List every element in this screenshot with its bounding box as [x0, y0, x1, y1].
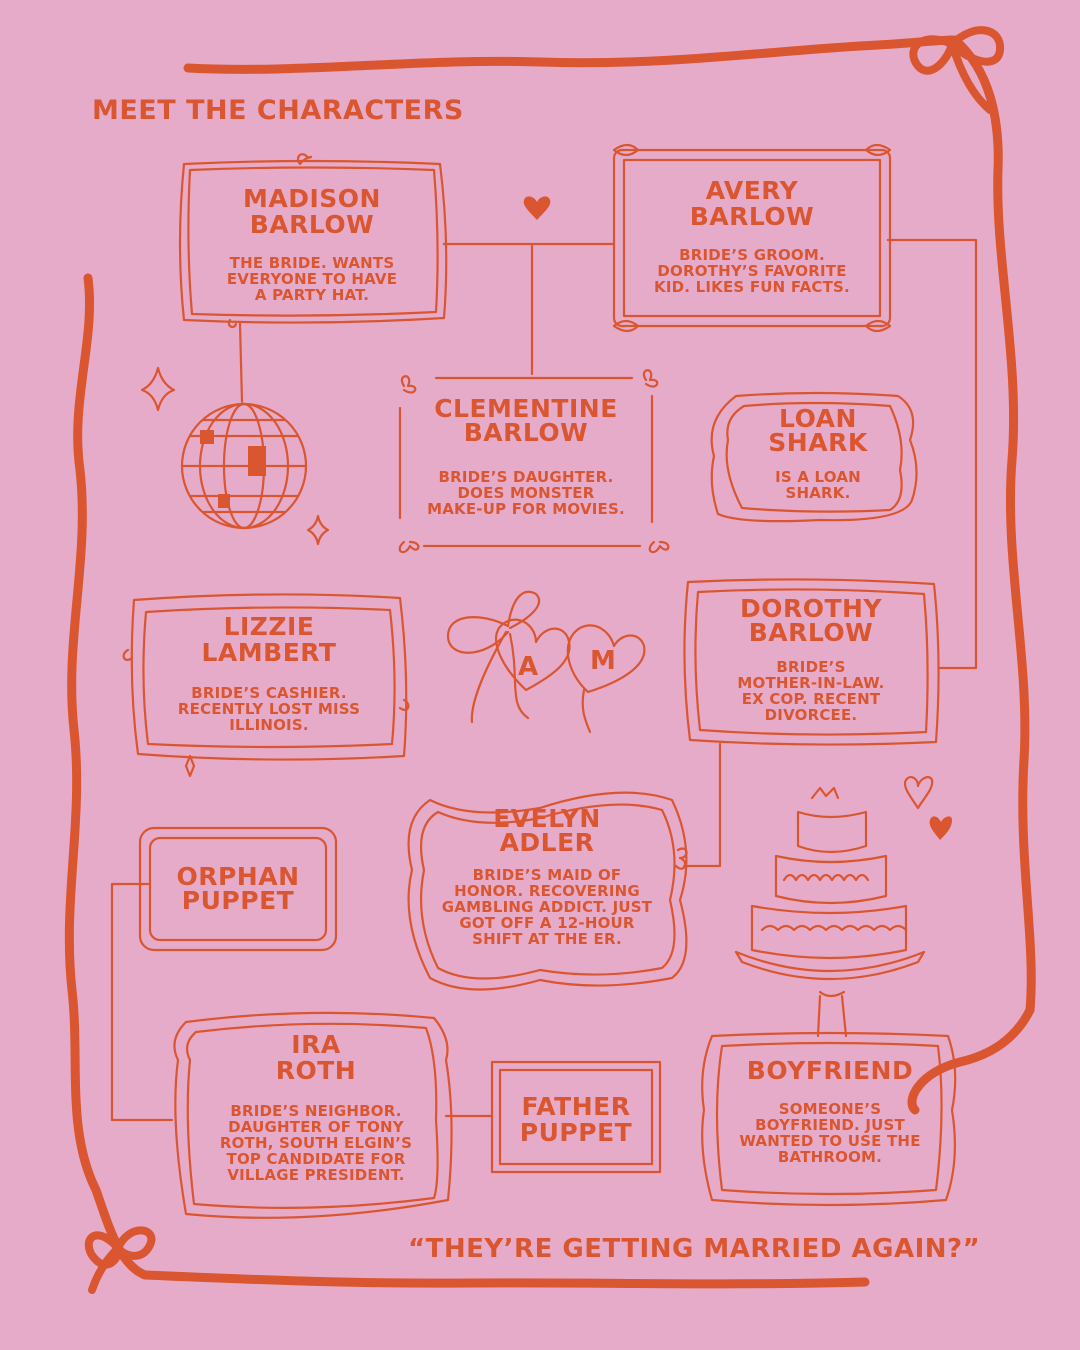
character-description: VILLAGE PRESIDENT. [227, 1166, 405, 1184]
frame-avery [612, 143, 892, 333]
character-description: MAKE-UP FOR MOVIES. [427, 500, 625, 518]
cake-stroke [760, 924, 908, 932]
frame-madison [178, 153, 448, 329]
character-description: SHIFT AT THE ER. [472, 930, 622, 948]
character-description: KID. LIKES FUN FACTS. [654, 278, 850, 296]
character-description: ROTH, SOUTH ELGIN’S [219, 1134, 413, 1152]
connectors [110, 238, 978, 1122]
character-description: BOYFRIEND. JUST [755, 1116, 905, 1134]
frame-loan-shark [710, 391, 918, 523]
character-name: BARLOW [249, 210, 375, 239]
character-description: GOT OFF A 12-HOUR [459, 914, 635, 932]
character-name: MADISON [243, 184, 381, 213]
character-name: IRA [291, 1030, 341, 1059]
character-description: ILLINOIS. [229, 716, 309, 734]
cake-stroke [796, 810, 868, 854]
character-description: SHARK. [785, 484, 851, 502]
character-name: PUPPET [519, 1118, 633, 1147]
character-name: BARLOW [463, 418, 589, 447]
monogram-letter: M [590, 646, 616, 676]
character-description: EX COP. RECENT [741, 690, 881, 708]
character-name: BOYFRIEND [746, 1056, 914, 1085]
character-name: FATHER [521, 1092, 631, 1121]
character-name: AVERY [705, 176, 799, 205]
heart-icon [903, 776, 934, 810]
character-name: CLEMENTINE [434, 394, 618, 423]
character-description: A PARTY HAT. [254, 286, 370, 304]
character-name: ROTH [275, 1056, 357, 1085]
character-description: BRIDE’S DAUGHTER. [438, 468, 614, 486]
character-description: THE BRIDE. WANTS [229, 254, 395, 272]
character-name: LAMBERT [201, 638, 337, 667]
monogram-letter: A [518, 652, 539, 682]
heart-icon [929, 816, 952, 840]
frame-boyfriend [701, 1031, 957, 1207]
character-name: DOROTHY [739, 594, 883, 623]
bow-icon [84, 1226, 156, 1294]
frame-dorothy [683, 578, 940, 746]
frame-ira [173, 1011, 453, 1219]
character-name: LIZZIE [223, 612, 315, 641]
page-title: MEET THE CHARACTERS [92, 95, 464, 126]
character-description: BATHROOM. [777, 1148, 883, 1166]
character-description: TOP CANDIDATE FOR [226, 1150, 406, 1168]
character-name: BARLOW [748, 618, 874, 647]
character-description: BRIDE’S CASHIER. [191, 684, 347, 702]
character-description: WANTED TO USE THE [739, 1132, 921, 1150]
frame-evelyn [407, 791, 688, 991]
tagline: “THEY’RE GETTING MARRIED AGAIN?” [408, 1234, 981, 1264]
character-name: BARLOW [689, 202, 815, 231]
cake-stroke [774, 854, 888, 905]
sparkle-icon [140, 366, 330, 546]
cake-stroke [782, 873, 870, 882]
character-name: ADLER [499, 828, 595, 857]
character-name: LOAN [779, 404, 857, 433]
bow-icon [909, 26, 1005, 114]
frame-father [490, 1060, 662, 1174]
character-name: ORPHAN [176, 862, 300, 891]
character-description: BRIDE’S MAID OF [472, 866, 622, 884]
character-description: DOES MONSTER [457, 484, 595, 502]
character-description: EVERYONE TO HAVE [226, 270, 398, 288]
wedding-cake-icon [734, 786, 926, 998]
cake-stroke [750, 904, 908, 960]
cake-stroke [818, 990, 846, 998]
cake-stroke [734, 950, 926, 981]
ribbon-frame [64, 35, 1036, 1289]
character-description: GAMBLING ADDICT. JUST [441, 898, 653, 916]
character-description: HONOR. RECOVERING [454, 882, 640, 900]
frame-clementine [398, 369, 670, 554]
character-name: PUPPET [181, 886, 295, 915]
character-description: DAUGHTER OF TONY [228, 1118, 404, 1136]
frame-orphan [138, 826, 338, 952]
character-name: EVELYN [493, 804, 601, 833]
disco-ball-icon [180, 402, 308, 530]
character-description: IS A LOAN [775, 468, 861, 486]
heart-icon [523, 196, 551, 220]
character-description: SOMEONE’S [778, 1100, 882, 1118]
monogram-bow-icon [446, 590, 646, 734]
character-name: SHARK [768, 428, 868, 457]
character-description: RECENTLY LOST MISS [177, 700, 361, 718]
character-description: MOTHER-IN-LAW. [737, 674, 885, 692]
character-description: DIVORCEE. [764, 706, 858, 724]
character-description: BRIDE’S GROOM. [679, 246, 825, 264]
character-description: DOROTHY’S FAVORITE [657, 262, 847, 280]
character-description: BRIDE’S [776, 658, 846, 676]
character-description: BRIDE’S NEIGHBOR. [230, 1102, 402, 1120]
frame-lizzie [122, 593, 410, 778]
cake-stroke [810, 786, 840, 800]
